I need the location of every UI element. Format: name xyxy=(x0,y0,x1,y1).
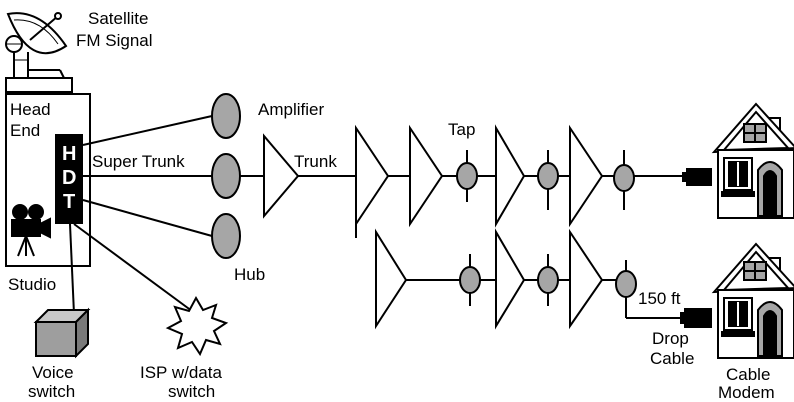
tap-4 xyxy=(459,266,481,294)
satellite-dish-icon xyxy=(5,12,73,93)
label-isp: ISP w/data xyxy=(140,363,222,382)
amplifier-6 xyxy=(495,228,526,330)
label-fm-signal: FM Signal xyxy=(76,31,153,50)
tap-2 xyxy=(537,162,559,190)
hub-ellipse-1 xyxy=(211,93,241,139)
taps xyxy=(456,150,637,306)
voice-switch-box-icon xyxy=(33,307,91,359)
label-voice: Voice xyxy=(32,363,74,382)
hdt-letter-t: T xyxy=(63,191,75,213)
label-voice-switch: switch xyxy=(28,382,75,401)
label-tap: Tap xyxy=(448,120,475,139)
label-trunk: Trunk xyxy=(294,152,337,171)
tap-3 xyxy=(613,164,635,192)
isp-starburst-icon xyxy=(165,295,229,357)
amplifier-7 xyxy=(569,228,604,330)
hub-ellipse-3 xyxy=(211,213,241,259)
amplifier-1 xyxy=(355,124,390,228)
video-camera-icon xyxy=(11,204,51,257)
amplifier-main xyxy=(263,133,300,219)
label-isp-switch: switch xyxy=(168,382,215,401)
amplifiers xyxy=(263,124,604,330)
cable-modem-upper xyxy=(686,168,712,186)
amplifier-5 xyxy=(375,228,408,330)
label-150ft: 150 ft xyxy=(638,289,681,308)
label-cable-modem-1: Cable xyxy=(726,365,770,384)
label-satellite: Satellite xyxy=(88,9,148,28)
cable-modem-icon xyxy=(680,168,712,328)
tap-5 xyxy=(537,266,559,294)
label-hub: Hub xyxy=(234,265,265,284)
hdt-letter-h: H xyxy=(62,143,76,165)
label-drop: Drop xyxy=(652,329,689,348)
amplifier-4 xyxy=(569,124,604,228)
house-icon-lower xyxy=(711,242,794,359)
hdt-box xyxy=(55,134,83,224)
label-head: Head xyxy=(10,100,51,119)
house-icon xyxy=(711,102,794,219)
label-studio: Studio xyxy=(8,275,56,294)
tap-6 xyxy=(615,270,637,298)
label-amplifier: Amplifier xyxy=(258,100,324,119)
tap-1 xyxy=(456,162,478,190)
label-end: End xyxy=(10,121,40,140)
hdt-letter-d: D xyxy=(62,167,76,189)
amplifier-3 xyxy=(495,124,526,228)
label-super-trunk: Super Trunk xyxy=(92,152,185,171)
hub-ellipse-2 xyxy=(211,153,241,199)
cable-modem-lower xyxy=(684,308,712,328)
label-cable-drop: Cable xyxy=(650,349,694,368)
amplifier-2 xyxy=(409,124,444,228)
hub-nodes xyxy=(211,93,241,259)
label-cable-modem-2: Modem xyxy=(718,383,775,402)
